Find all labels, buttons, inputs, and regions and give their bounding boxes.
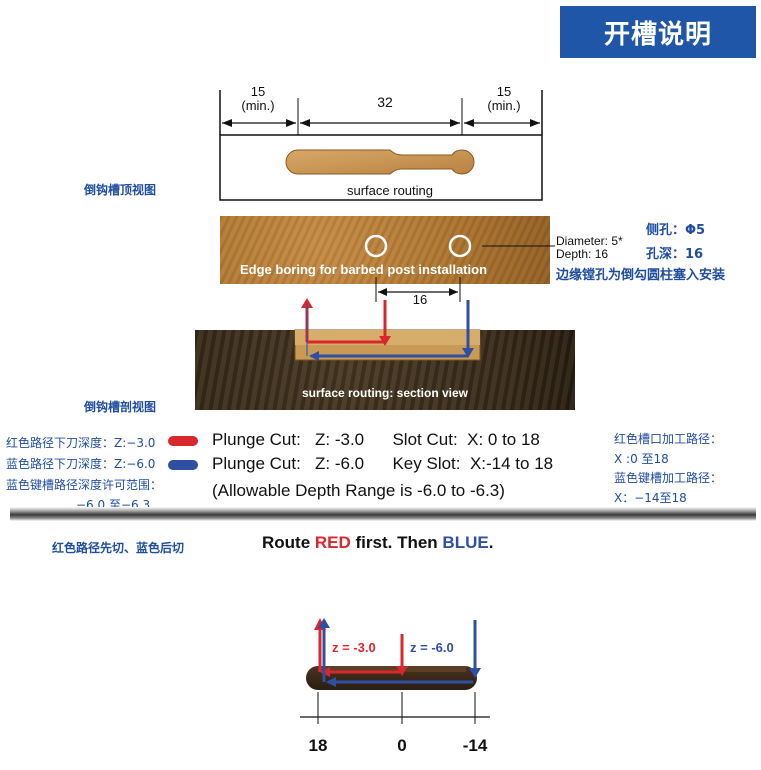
route-suffix: . bbox=[488, 533, 494, 552]
z-blue-label: z = -6.0 bbox=[410, 640, 454, 655]
dim-left-sub: (min.) bbox=[241, 98, 275, 113]
section-view-diagram bbox=[294, 298, 481, 361]
legend-range-line: (Allowable Depth Range is -6.0 to -6.3) bbox=[212, 481, 505, 500]
edge-boring-label: Edge boring for barbed post installation bbox=[240, 262, 488, 277]
hole-spacing-label: 16 bbox=[412, 292, 428, 307]
route-red-word: RED bbox=[314, 533, 351, 552]
depth-label: Depth: 16 bbox=[556, 247, 609, 261]
cn-left-2: 蓝色路径下刀深度：Z:−6.0 bbox=[6, 457, 156, 471]
z-red-label: z = -3.0 bbox=[332, 640, 376, 655]
legend-red-line: Plunge Cut: Z: -3.0 Slot Cut: X: 0 to 18 bbox=[212, 430, 540, 449]
x-label-neg14: -14 bbox=[462, 736, 488, 755]
surface-routing-label: surface routing bbox=[347, 183, 433, 198]
x-label-0: 0 bbox=[397, 736, 407, 755]
header-title: 开槽说明 bbox=[560, 6, 756, 58]
cn-edge-desc: 边缘镗孔为倒勾圆柱塞入安装 bbox=[556, 268, 726, 283]
cn-side-hole: 侧孔：Φ5 bbox=[646, 223, 706, 238]
dim-right-sub: (min.) bbox=[487, 98, 521, 113]
legend-blue-line: Plunge Cut: Z: -6.0 Key Slot: X:-14 to 1… bbox=[212, 454, 554, 473]
blue-swatch bbox=[168, 460, 198, 470]
cn-right-3: 蓝色键槽加工路径： bbox=[614, 471, 723, 485]
dim-right-label: 15 bbox=[496, 84, 512, 99]
cn-right-4: X：−14至18 bbox=[614, 491, 687, 505]
diameter-label: Diameter: 5* bbox=[556, 234, 623, 248]
route-prefix: Route bbox=[262, 533, 315, 552]
dim-middle-label: 32 bbox=[377, 94, 393, 110]
section-view-cn-label: 倒钩槽剖视图 bbox=[84, 400, 157, 414]
red-swatch bbox=[168, 436, 198, 446]
route-mid: first. Then bbox=[350, 533, 443, 552]
route-cn-text: 红色路径先切、蓝色后切 bbox=[52, 541, 185, 555]
cn-right-2: X :0 至18 bbox=[614, 452, 669, 466]
bottom-path-diagram bbox=[300, 618, 490, 724]
top-view-diagram bbox=[219, 90, 543, 201]
cn-right-1: 红色槽口加工路径： bbox=[614, 432, 723, 446]
edge-holes bbox=[364, 234, 472, 258]
route-blue-word: BLUE bbox=[442, 533, 489, 552]
cn-hole-depth: 孔深：16 bbox=[646, 247, 704, 262]
section-divider bbox=[10, 507, 756, 521]
cn-left-3: 蓝色键槽路径深度许可范围： bbox=[6, 478, 163, 492]
section-view-label: surface routing: section view bbox=[301, 386, 469, 400]
x-label-18: 18 bbox=[308, 736, 328, 755]
dim-left-label: 15 bbox=[250, 84, 266, 99]
route-instruction: Route RED first. Then BLUE. bbox=[262, 533, 493, 553]
cn-left-1: 红色路径下刀深度：Z:−3.0 bbox=[6, 436, 156, 450]
edge-dim-lines bbox=[375, 245, 555, 302]
top-view-cn-label: 倒钩槽顶视图 bbox=[84, 183, 157, 197]
